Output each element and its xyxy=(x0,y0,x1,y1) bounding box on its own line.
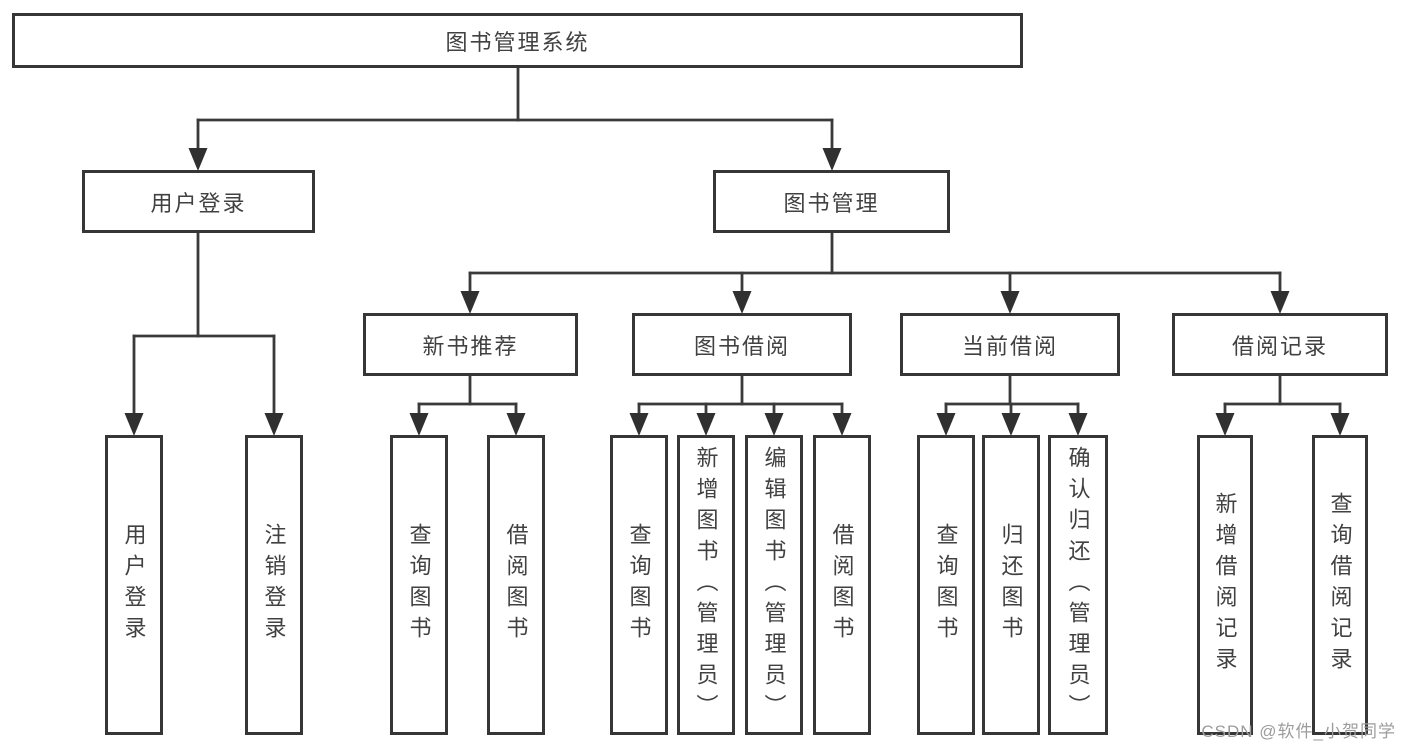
node-library-management-system: 图书管理系统 xyxy=(12,13,1023,68)
leaf-add-borrow-record-label: 新增借阅记录 xyxy=(1212,492,1238,678)
node-section-current-borrowing: 当前借阅 xyxy=(900,313,1120,376)
leaf-confirm-return-admin-label: 确认归还（管理员） xyxy=(1065,445,1091,725)
leaf-add-books-admin-label: 新增图书（管理员） xyxy=(693,445,719,725)
leaf-query-books-borrowing: 查询图书 xyxy=(610,435,668,735)
node-section-borrowing-records-label: 借阅记录 xyxy=(1231,333,1328,359)
node-section-new-book-recommendation: 新书推荐 xyxy=(363,313,578,376)
leaf-borrow-books-recommend: 借阅图书 xyxy=(487,435,545,735)
node-user-login-branch: 用户登录 xyxy=(82,170,315,233)
leaf-borrow-books-borrowing-label: 借阅图书 xyxy=(829,523,855,647)
leaf-return-books-label: 归还图书 xyxy=(998,523,1024,647)
node-section-new-book-recommendation-label: 新书推荐 xyxy=(422,333,519,359)
leaf-query-borrow-record-label: 查询借阅记录 xyxy=(1327,492,1353,678)
node-user-login-branch-label: 用户登录 xyxy=(150,190,247,216)
leaf-edit-books-admin-label: 编辑图书（管理员） xyxy=(761,445,787,725)
leaf-query-books-current-label: 查询图书 xyxy=(933,523,959,647)
node-book-management-branch: 图书管理 xyxy=(713,170,950,233)
leaf-confirm-return-admin: 确认归还（管理员） xyxy=(1048,435,1108,735)
leaf-query-books-borrowing-label: 查询图书 xyxy=(626,523,652,647)
arrowhead-icons xyxy=(124,148,1350,436)
node-library-management-system-label: 图书管理系统 xyxy=(445,29,590,55)
leaf-add-borrow-record: 新增借阅记录 xyxy=(1197,435,1253,735)
leaf-query-books-recommend-label: 查询图书 xyxy=(406,523,432,647)
leaf-logout-login-label: 注销登录 xyxy=(261,523,287,647)
node-section-book-borrowing: 图书借阅 xyxy=(632,313,852,376)
leaf-user-login-label: 用户登录 xyxy=(121,523,147,647)
node-section-current-borrowing-label: 当前借阅 xyxy=(961,333,1058,359)
leaf-return-books: 归还图书 xyxy=(982,435,1040,735)
node-section-borrowing-records: 借阅记录 xyxy=(1172,313,1388,376)
leaf-borrow-books-borrowing: 借阅图书 xyxy=(813,435,871,735)
leaf-query-books-recommend: 查询图书 xyxy=(390,435,448,735)
leaf-add-books-admin: 新增图书（管理员） xyxy=(677,435,735,735)
leaf-user-login: 用户登录 xyxy=(105,435,163,735)
leaf-query-books-current: 查询图书 xyxy=(917,435,975,735)
node-book-management-branch-label: 图书管理 xyxy=(783,190,880,216)
leaf-logout-login: 注销登录 xyxy=(245,435,303,735)
leaf-edit-books-admin: 编辑图书（管理员） xyxy=(745,435,803,735)
csdn-watermark: CSDN @软件_小贺同学 xyxy=(1201,722,1396,741)
leaf-borrow-books-recommend-label: 借阅图书 xyxy=(503,523,529,647)
leaf-query-borrow-record: 查询借阅记录 xyxy=(1312,435,1368,735)
node-section-book-borrowing-label: 图书借阅 xyxy=(693,333,790,359)
